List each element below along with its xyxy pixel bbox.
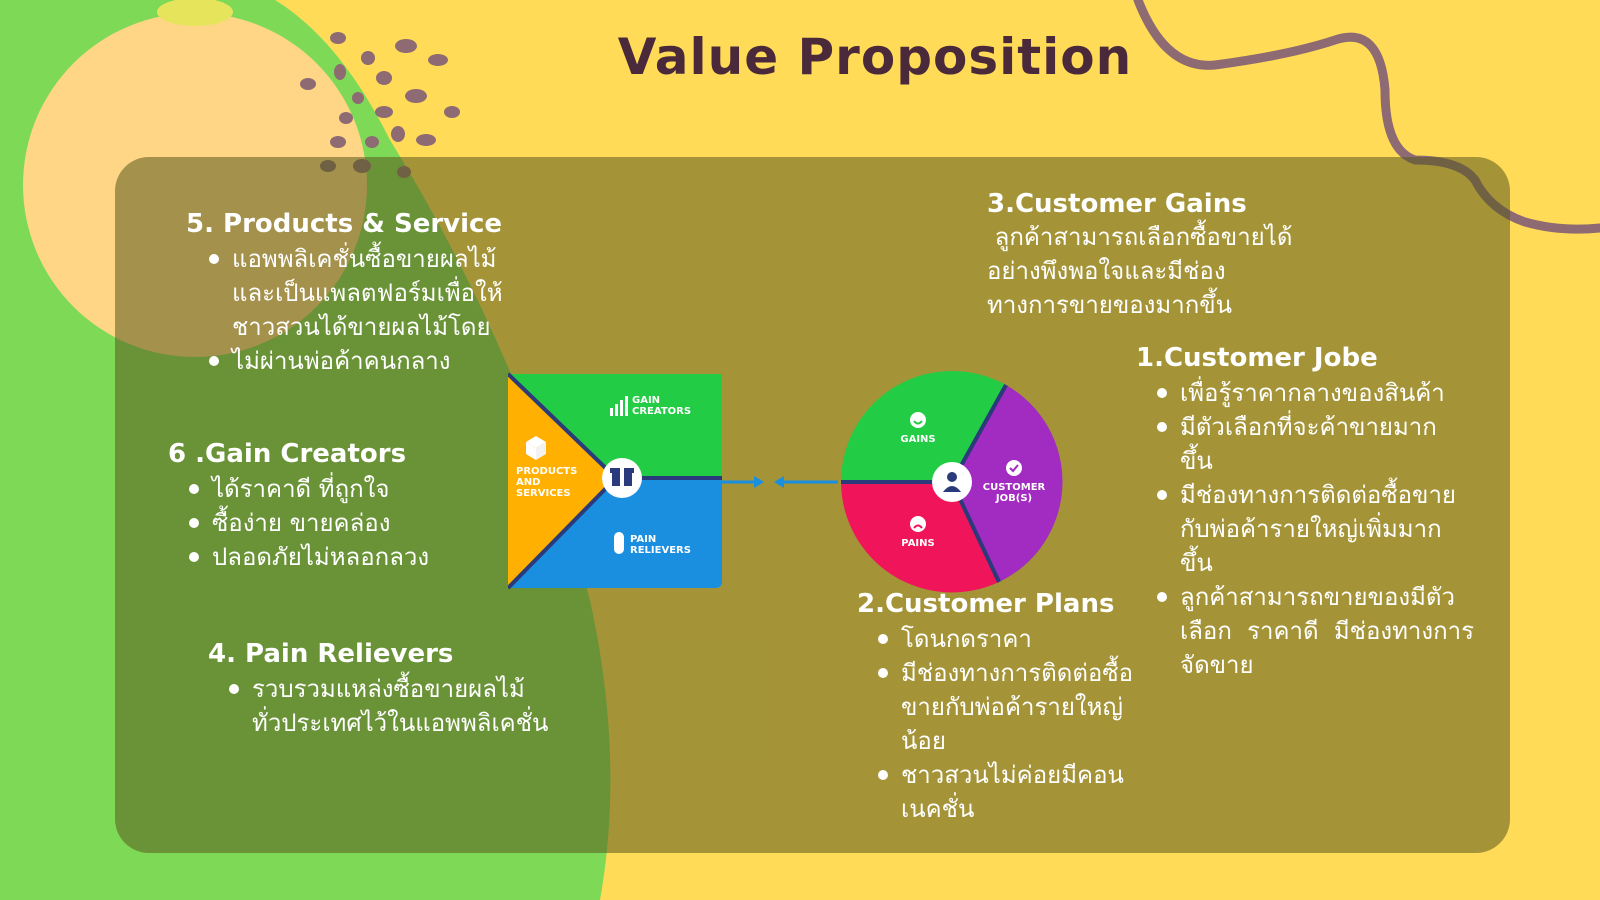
products-label-line2: AND: [516, 477, 540, 488]
gains-label: GAINS: [900, 434, 935, 445]
list-item: ไม่ผ่านพ่อค้าคนกลาง: [209, 344, 503, 378]
products-segment: [508, 374, 616, 588]
dots-cluster: [300, 32, 460, 178]
gain-creators-label-line1: GAIN: [632, 395, 660, 406]
pain-relievers-label-line1: PAIN: [630, 534, 656, 545]
jobs-label-line2: JOB(S): [995, 493, 1032, 504]
list-item: เพื่อรู้ราคากลางของสินค้า: [1156, 376, 1474, 410]
gain-creators-heading: 6 .Gain Creators: [168, 439, 407, 469]
customer-plans-block: 2.Customer Plans โดนกดราคา มีช่องทางการต…: [857, 588, 1133, 826]
customer-jobs-heading: 1.Customer Jobe: [1136, 343, 1378, 373]
frown-icon: [910, 516, 926, 532]
pains-segment: [841, 482, 999, 593]
customer-plans-heading: 2.Customer Plans: [857, 589, 1115, 619]
list-item: ได้ราคาดี ที่ถูกใจ: [188, 472, 429, 506]
pain-relievers-heading: 4. Pain Relievers: [208, 639, 454, 669]
squiggle-line: [1133, 0, 1600, 234]
gain-creators-label-line2: CREATORS: [632, 406, 691, 417]
products-service-block: 5. Products & Service แอพพลิเคชั่นซื้อขา…: [186, 208, 503, 378]
products-service-heading: 5. Products & Service: [186, 209, 503, 239]
list-item: โดนกดราคา: [877, 622, 1133, 656]
pill-icon: [614, 532, 624, 554]
box-icon: [526, 436, 546, 460]
value-proposition-canvas: GAIN CREATORS PRODUCTS AND SERVICES PAIN…: [508, 370, 1063, 593]
gain-creators-block: 6 .Gain Creators ได้ราคาดี ที่ถูกใจ ซื้อ…: [168, 438, 429, 574]
list-item: ปลอดภัยไม่หลอกลวง: [188, 540, 429, 574]
list-item: มีช่องทางการติดต่อซื้อขายกับพ่อค้ารายใหญ…: [877, 656, 1133, 758]
pains-label: PAINS: [901, 538, 934, 549]
bar-chart-icon: [610, 396, 628, 416]
customer-gains-block: 3.Customer Gains ลูกค้าสามารถเลือกซื้อขา…: [987, 189, 1293, 319]
list-item: ซื้อง่าย ขายคล่อง: [188, 506, 429, 540]
page-title: Value Proposition: [617, 28, 1133, 86]
gains-segment: [841, 370, 1006, 482]
pain-relievers-block: 4. Pain Relievers รวบรวมแหล่งซื้อขายผลไม…: [208, 638, 548, 740]
pain-relievers-label-line2: RELIEVERS: [630, 545, 691, 556]
customer-jobs-block: 1.Customer Jobe เพื่อรู้ราคากลางของสินค้…: [1136, 342, 1474, 682]
list-item: มีช่องทางการติดต่อซื้อขายกับพ่อค้ารายใหญ…: [1156, 478, 1474, 580]
list-item: แอพพลิเคชั่นซื้อขายผลไม้ และเป็นแพลตฟอร์…: [209, 242, 503, 344]
list-item: รวบรวมแหล่งซื้อขายผลไม้ ทั่วประเทศไว้ในแ…: [228, 672, 548, 740]
smile-icon: [910, 412, 926, 428]
jobs-label-line1: CUSTOMER: [983, 482, 1046, 493]
value-map-square: GAIN CREATORS PRODUCTS AND SERVICES PAIN…: [508, 372, 722, 590]
list-item: ชาวสวนไม่ค่อยมีคอนเนคชั่น: [877, 758, 1133, 826]
list-item: ลูกค้าสามารถขายของมีตัวเลือก ราคาดี มีช่…: [1156, 580, 1474, 682]
customer-gains-heading: 3.Customer Gains: [987, 189, 1247, 219]
customer-profile-circle: GAINS PAINS CUSTOMER JOB(S): [841, 370, 1063, 593]
yellow-cap: [157, 0, 233, 26]
list-item: มีตัวเลือกที่จะค้าขายมากขึ้น: [1156, 410, 1474, 478]
products-label-line1: PRODUCTS: [516, 466, 577, 477]
gain-creators-segment: [508, 374, 722, 478]
products-label-line3: SERVICES: [516, 488, 571, 499]
check-icon: [1006, 460, 1022, 476]
content-panel: [115, 157, 1510, 853]
fit-arrows: [722, 476, 838, 488]
